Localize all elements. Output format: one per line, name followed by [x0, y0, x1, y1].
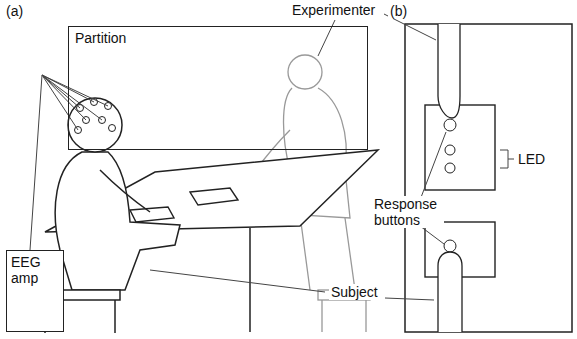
part-label: Response buttons [372, 196, 444, 228]
part-label: Subject [329, 284, 380, 300]
desk [45, 150, 378, 332]
button-boxes [130, 188, 238, 222]
box-text: EEG amp [11, 254, 59, 286]
part-label: LED [516, 151, 547, 167]
panel-letter: (b) [388, 3, 409, 19]
partition-board: Partition [68, 26, 368, 150]
eeg-wires [30, 75, 108, 250]
leader-lines [150, 14, 446, 300]
part-label: Experimenter [290, 2, 377, 18]
eeg-amp-box: EEG amp [6, 250, 64, 332]
panel-letter: (a) [4, 3, 25, 19]
panel-b [405, 24, 572, 332]
box-text: Partition [75, 30, 361, 46]
